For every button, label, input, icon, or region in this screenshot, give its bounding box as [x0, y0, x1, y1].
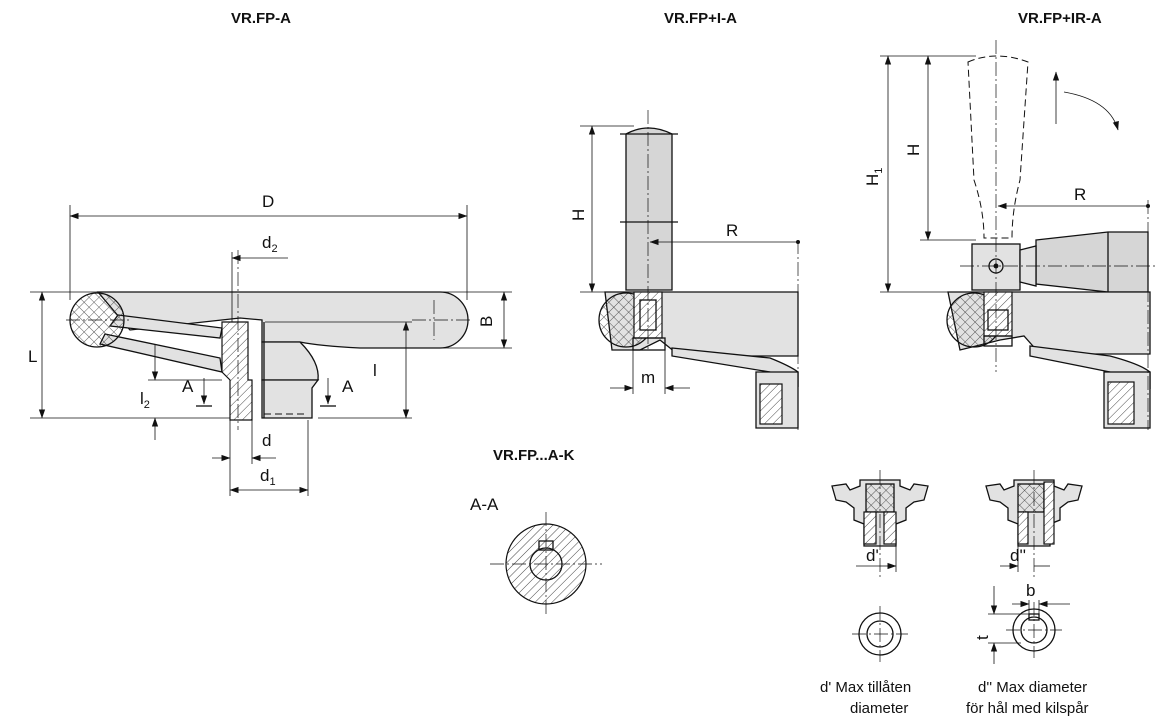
folded-handle-outline	[967, 55, 1029, 239]
handwheel-with-revolving-handle: H1 H R	[863, 40, 1158, 430]
section-mark-A-left: A	[182, 377, 194, 396]
dim-d2: d2	[262, 233, 278, 255]
dim-d1: d1	[260, 466, 276, 488]
caption-keyway-bore-line2: för hål med kilspår	[966, 700, 1089, 717]
handwheel-with-fixed-handle: m H R	[569, 110, 800, 430]
dim-d: d	[262, 431, 271, 450]
dim-R-middle: R	[726, 221, 738, 240]
title-vr-fp-i-a: VR.FP+I-A	[664, 10, 737, 27]
section-label-A-A: A-A	[470, 495, 499, 514]
dim-R-right: R	[1074, 185, 1086, 204]
hub-detail-keyway-bore: d'' b t d'' Max diameter för hål med kil…	[966, 470, 1089, 717]
dim-b: b	[1026, 581, 1035, 600]
dim-l: l	[373, 361, 377, 380]
dim-H1: H1	[863, 168, 885, 186]
dim-B: B	[477, 316, 496, 327]
dim-d-prime: d'	[866, 546, 879, 565]
dim-L: L	[28, 347, 37, 366]
dim-t: t	[973, 635, 992, 640]
caption-keyway-bore-line1: d'' Max diameter	[978, 679, 1087, 696]
hub-detail-max-bore: d' d' Max tillåten diameter	[820, 470, 929, 717]
dim-H-middle: H	[569, 209, 588, 221]
caption-max-bore-line2: diameter	[850, 700, 908, 717]
title-vr-fp-a: VR.FP-A	[231, 10, 291, 27]
section-mark-A-right: A	[342, 377, 354, 396]
dim-D: D	[262, 192, 274, 211]
hub-section	[221, 321, 253, 421]
fixed-handle	[625, 127, 673, 291]
dim-l2: l2	[140, 389, 150, 411]
dim-H-right: H	[904, 144, 923, 156]
caption-max-bore-line1: d' Max tillåten	[820, 679, 911, 696]
title-vr-fp-ir-a: VR.FP+IR-A	[1018, 10, 1102, 27]
dim-m: m	[641, 368, 655, 387]
section-view-A-A: A-A	[470, 495, 602, 616]
left-dimensions: D d2 L B l l2 A A d	[28, 192, 512, 496]
title-vr-fp-a-k: VR.FP...A-K	[493, 447, 575, 464]
handwheel-front-view	[66, 250, 470, 430]
dim-d-double-prime: d''	[1010, 546, 1026, 565]
revolving-handle	[1035, 231, 1149, 293]
